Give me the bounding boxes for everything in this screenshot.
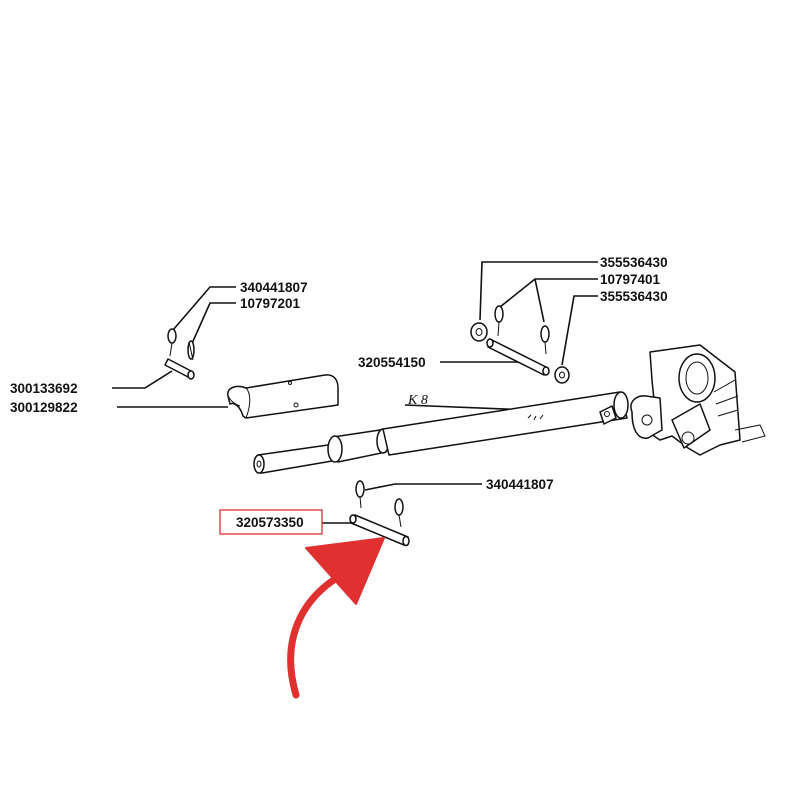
pin-highlighted [349,514,410,547]
label-pin-top-left: 10797201 [240,296,301,311]
label-clip-bottom: 340441807 [486,477,554,492]
clip-top-left [167,328,177,357]
label-shaft-ref: K 8 [407,393,428,408]
washer-top-2 [554,366,570,384]
pin-top-right [486,338,550,376]
axle-pin-left [164,358,195,380]
label-clip-top-right: 10797401 [600,272,661,287]
label-pin-top-right: 320554150 [358,355,426,370]
label-washer-top-2: 355536430 [600,289,668,304]
clip-bottom [355,480,404,528]
label-half-shell: 300129822 [10,400,78,415]
pin-top-left [187,340,195,361]
label-axle-pin-left: 300133692 [10,381,78,396]
highlight-box [219,509,323,535]
bracket-housing [630,344,766,456]
clip-top-right [494,305,550,355]
main-shaft [253,391,629,474]
label-washer-top: 355536430 [600,255,668,270]
label-clip-top-left: 340441807 [240,280,308,295]
highlight-arrow [287,537,385,699]
half-shell [227,374,339,419]
label-pin-highlighted: 320573350 [236,515,304,530]
washer-top [470,322,488,342]
